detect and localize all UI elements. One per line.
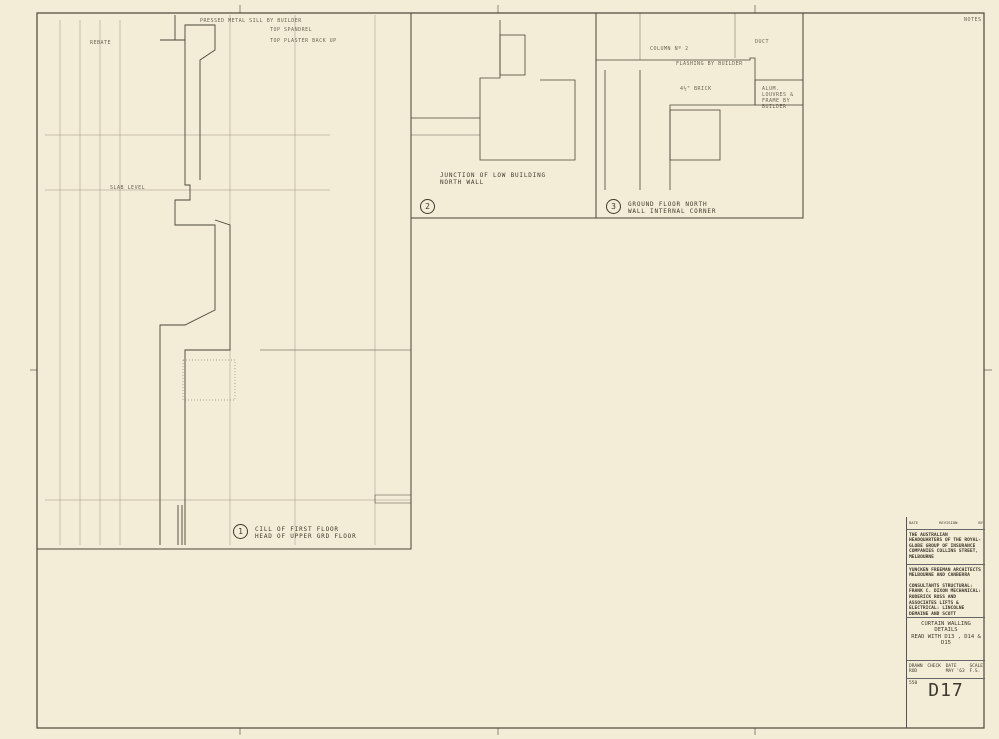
rev-by-label: BY xyxy=(978,520,983,525)
annotation-louvres: ALUM. LOUVRES & FRAME BY BUILDER xyxy=(762,86,794,110)
annotation-spandrel: TOP SPANDREL xyxy=(270,27,313,33)
detail-1-number: 1 xyxy=(233,524,248,539)
detail-1-gridlines xyxy=(45,15,411,545)
grid-reference-ticks xyxy=(30,5,992,735)
drawing-date: MAY '63 xyxy=(945,669,965,675)
annotation-duct: DUCT xyxy=(755,39,770,45)
rev-date-label: DATE xyxy=(909,520,919,525)
annotation-notes: NOTES xyxy=(964,17,982,23)
drawn-label: DRAWN xyxy=(909,663,923,669)
drawing-scale: F.S. xyxy=(969,669,981,675)
detail-3-number: 3 xyxy=(606,199,621,214)
check-label: CHECK xyxy=(927,663,941,669)
detail-2-number: 2 xyxy=(420,199,435,214)
annotation-sill: PRESSED METAL SILL BY BUILDER xyxy=(200,18,302,24)
rev-revision-label: REVISION xyxy=(939,520,958,525)
detail-1-section xyxy=(159,15,412,545)
consultants: CONSULTANTS STRUCTURAL: FRANK C. DIXON M… xyxy=(909,583,981,617)
detail-3-section xyxy=(596,13,804,190)
annotation-plaster: TOP PLASTER BACK UP xyxy=(270,38,337,44)
detail-1-frame xyxy=(37,13,412,550)
annotation-column: COLUMN Nº 2 xyxy=(650,46,689,52)
project-name: THE AUSTRALIAN HEADQUARTERS OF THE ROYAL… xyxy=(907,530,985,565)
annotation-slab-level: SLAB LEVEL xyxy=(110,185,146,191)
reference-drawings: READ WITH D13 , D14 & D15 xyxy=(911,633,981,647)
drawing-title: CURTAIN WALLING DETAILS xyxy=(921,620,971,634)
detail-3-caption: GROUND FLOOR NORTH WALL INTERNAL CORNER xyxy=(628,201,717,215)
revision-header: DATE REVISION BY xyxy=(907,517,985,530)
drawing-number: D17 xyxy=(928,680,964,702)
detail-2-3-frame xyxy=(411,13,804,219)
sheet-border xyxy=(36,12,985,729)
drawn-by: ROD xyxy=(909,669,918,675)
annotation-brick: 4½" BRICK xyxy=(680,86,712,92)
annotation-rebate: REBATE xyxy=(90,40,112,46)
detail-2-caption: JUNCTION OF LOW BUILDING NORTH WALL xyxy=(440,172,546,186)
annotation-flashing: FLASHING BY BUILDER xyxy=(676,61,743,67)
scale-label: SCALE xyxy=(969,663,983,669)
title-block: DATE REVISION BY THE AUSTRALIAN HEADQUAR… xyxy=(906,517,985,728)
date-label: DATE xyxy=(945,663,957,669)
job-number: 550 xyxy=(909,680,918,686)
architect: YUNCKEN FREEMAN ARCHITECTS MELBOURNE AND… xyxy=(909,567,981,579)
detail-2-section xyxy=(411,20,576,161)
detail-1-caption: CILL OF FIRST FLOOR HEAD OF UPPER GRD FL… xyxy=(255,526,357,540)
